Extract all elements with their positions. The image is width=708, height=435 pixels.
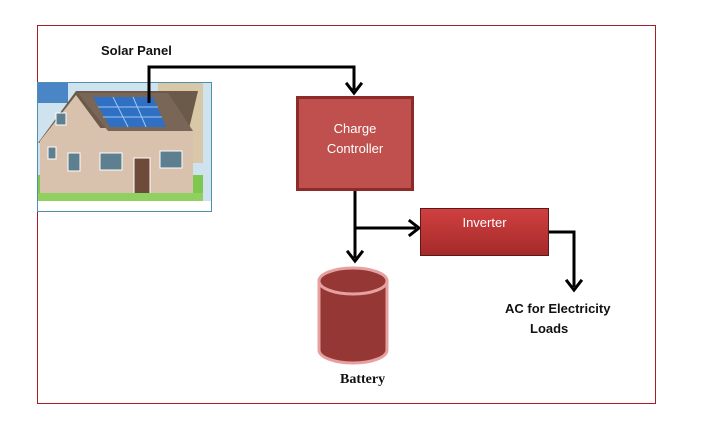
arrowhead-controller [344, 81, 364, 96]
arrowhead-inverter [407, 218, 422, 238]
inverter-box[interactable]: Inverter [420, 208, 549, 256]
house-illustration [38, 83, 211, 201]
charge-controller-label-line2: Controller [326, 141, 384, 156]
arrowhead-battery [345, 249, 365, 264]
edge-solar-to-controller [147, 65, 356, 103]
battery-label: Battery [340, 372, 386, 387]
arrowhead-loads [564, 278, 584, 293]
charge-controller-label-line1: Charge [333, 121, 377, 136]
house-image [37, 82, 212, 212]
edge-inverter-to-loads [549, 230, 576, 287]
inverter-label: Inverter [462, 215, 507, 230]
ac-loads-label-line2: Loads [530, 321, 569, 336]
battery-cylinder [317, 266, 389, 365]
charge-controller-box[interactable]: Charge Controller [296, 96, 414, 191]
ac-loads-label-line1: AC for Electricity [505, 301, 611, 316]
diagram-frame [37, 25, 656, 404]
solar-panel-label: Solar Panel [101, 43, 172, 58]
